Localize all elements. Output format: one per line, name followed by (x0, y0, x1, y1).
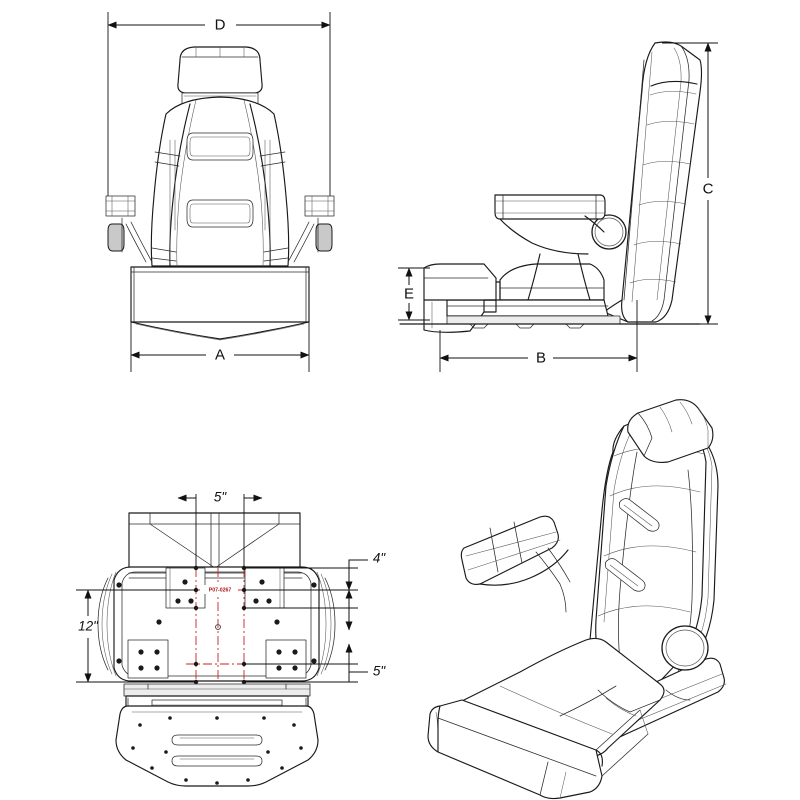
front-backrest-slot-lower (186, 199, 254, 228)
side-recline-knob (591, 214, 627, 250)
dimension-D: D (107, 16, 331, 33)
front-seat-base (130, 266, 310, 341)
side-view-dim-E-extensions (398, 267, 430, 321)
dimension-A: A (130, 346, 310, 363)
dimension-C: C (703, 42, 714, 325)
side-armrest (494, 194, 606, 255)
iso-pedestal-base (427, 699, 603, 800)
front-armrest-right (287, 195, 335, 263)
iso-backrest-slot-upper (618, 498, 660, 532)
iso-headrest (627, 399, 714, 463)
side-backrest (603, 41, 703, 323)
iso-recline-knob (661, 625, 709, 671)
dimension-mount-top-gap-label: 4" (373, 551, 387, 566)
dimension-B-label: B (536, 349, 546, 366)
front-view-dim-D-extensions (107, 12, 331, 208)
part-number-annotation: P07-0267 (202, 585, 238, 594)
mounting-bracket-lower-left (127, 639, 169, 679)
dimension-mount-right-stack: 4" 5" (244, 551, 387, 683)
dimension-mount-width-label: 5" (214, 490, 228, 505)
dimension-B: B (439, 349, 638, 366)
front-view-dim-A-extensions (130, 320, 310, 372)
front-armrest-left (105, 195, 153, 263)
dimension-mount-height-label: 12" (78, 619, 99, 634)
dimension-E-label: E (404, 285, 414, 302)
mounting-plate-holes (116, 582, 317, 664)
front-backrest (150, 96, 290, 267)
mounting-pedestal-base (115, 705, 319, 787)
mounting-view: 5" (76, 490, 387, 787)
iso-slide-rail (559, 685, 649, 777)
dimension-C-label: C (703, 180, 714, 197)
mounting-bracket-upper-right (244, 567, 285, 609)
iso-backrest-slot-lower (604, 558, 646, 592)
mounting-bracket-lower-right (265, 639, 307, 679)
front-view: D (105, 12, 335, 372)
iso-armrest-left (460, 515, 571, 613)
iso-backrest-hinge (597, 689, 691, 717)
mounting-upper-body (128, 512, 301, 569)
part-number-label: P07-0267 (209, 587, 232, 593)
front-backrest-slot-upper (186, 132, 254, 161)
side-seat-cushion (446, 253, 609, 317)
dimension-E: E (404, 267, 414, 321)
dimension-D-label: D (215, 16, 226, 33)
side-flip-cushion (423, 263, 497, 333)
isometric-view (427, 399, 727, 800)
mounting-bracket-upper-left (165, 567, 206, 609)
dimension-mount-bottom-gap-label: 5" (373, 664, 387, 679)
dimension-A-label: A (215, 346, 225, 363)
dimension-mount-height-12in: 12" (76, 589, 196, 683)
side-view: C E B (398, 41, 718, 372)
